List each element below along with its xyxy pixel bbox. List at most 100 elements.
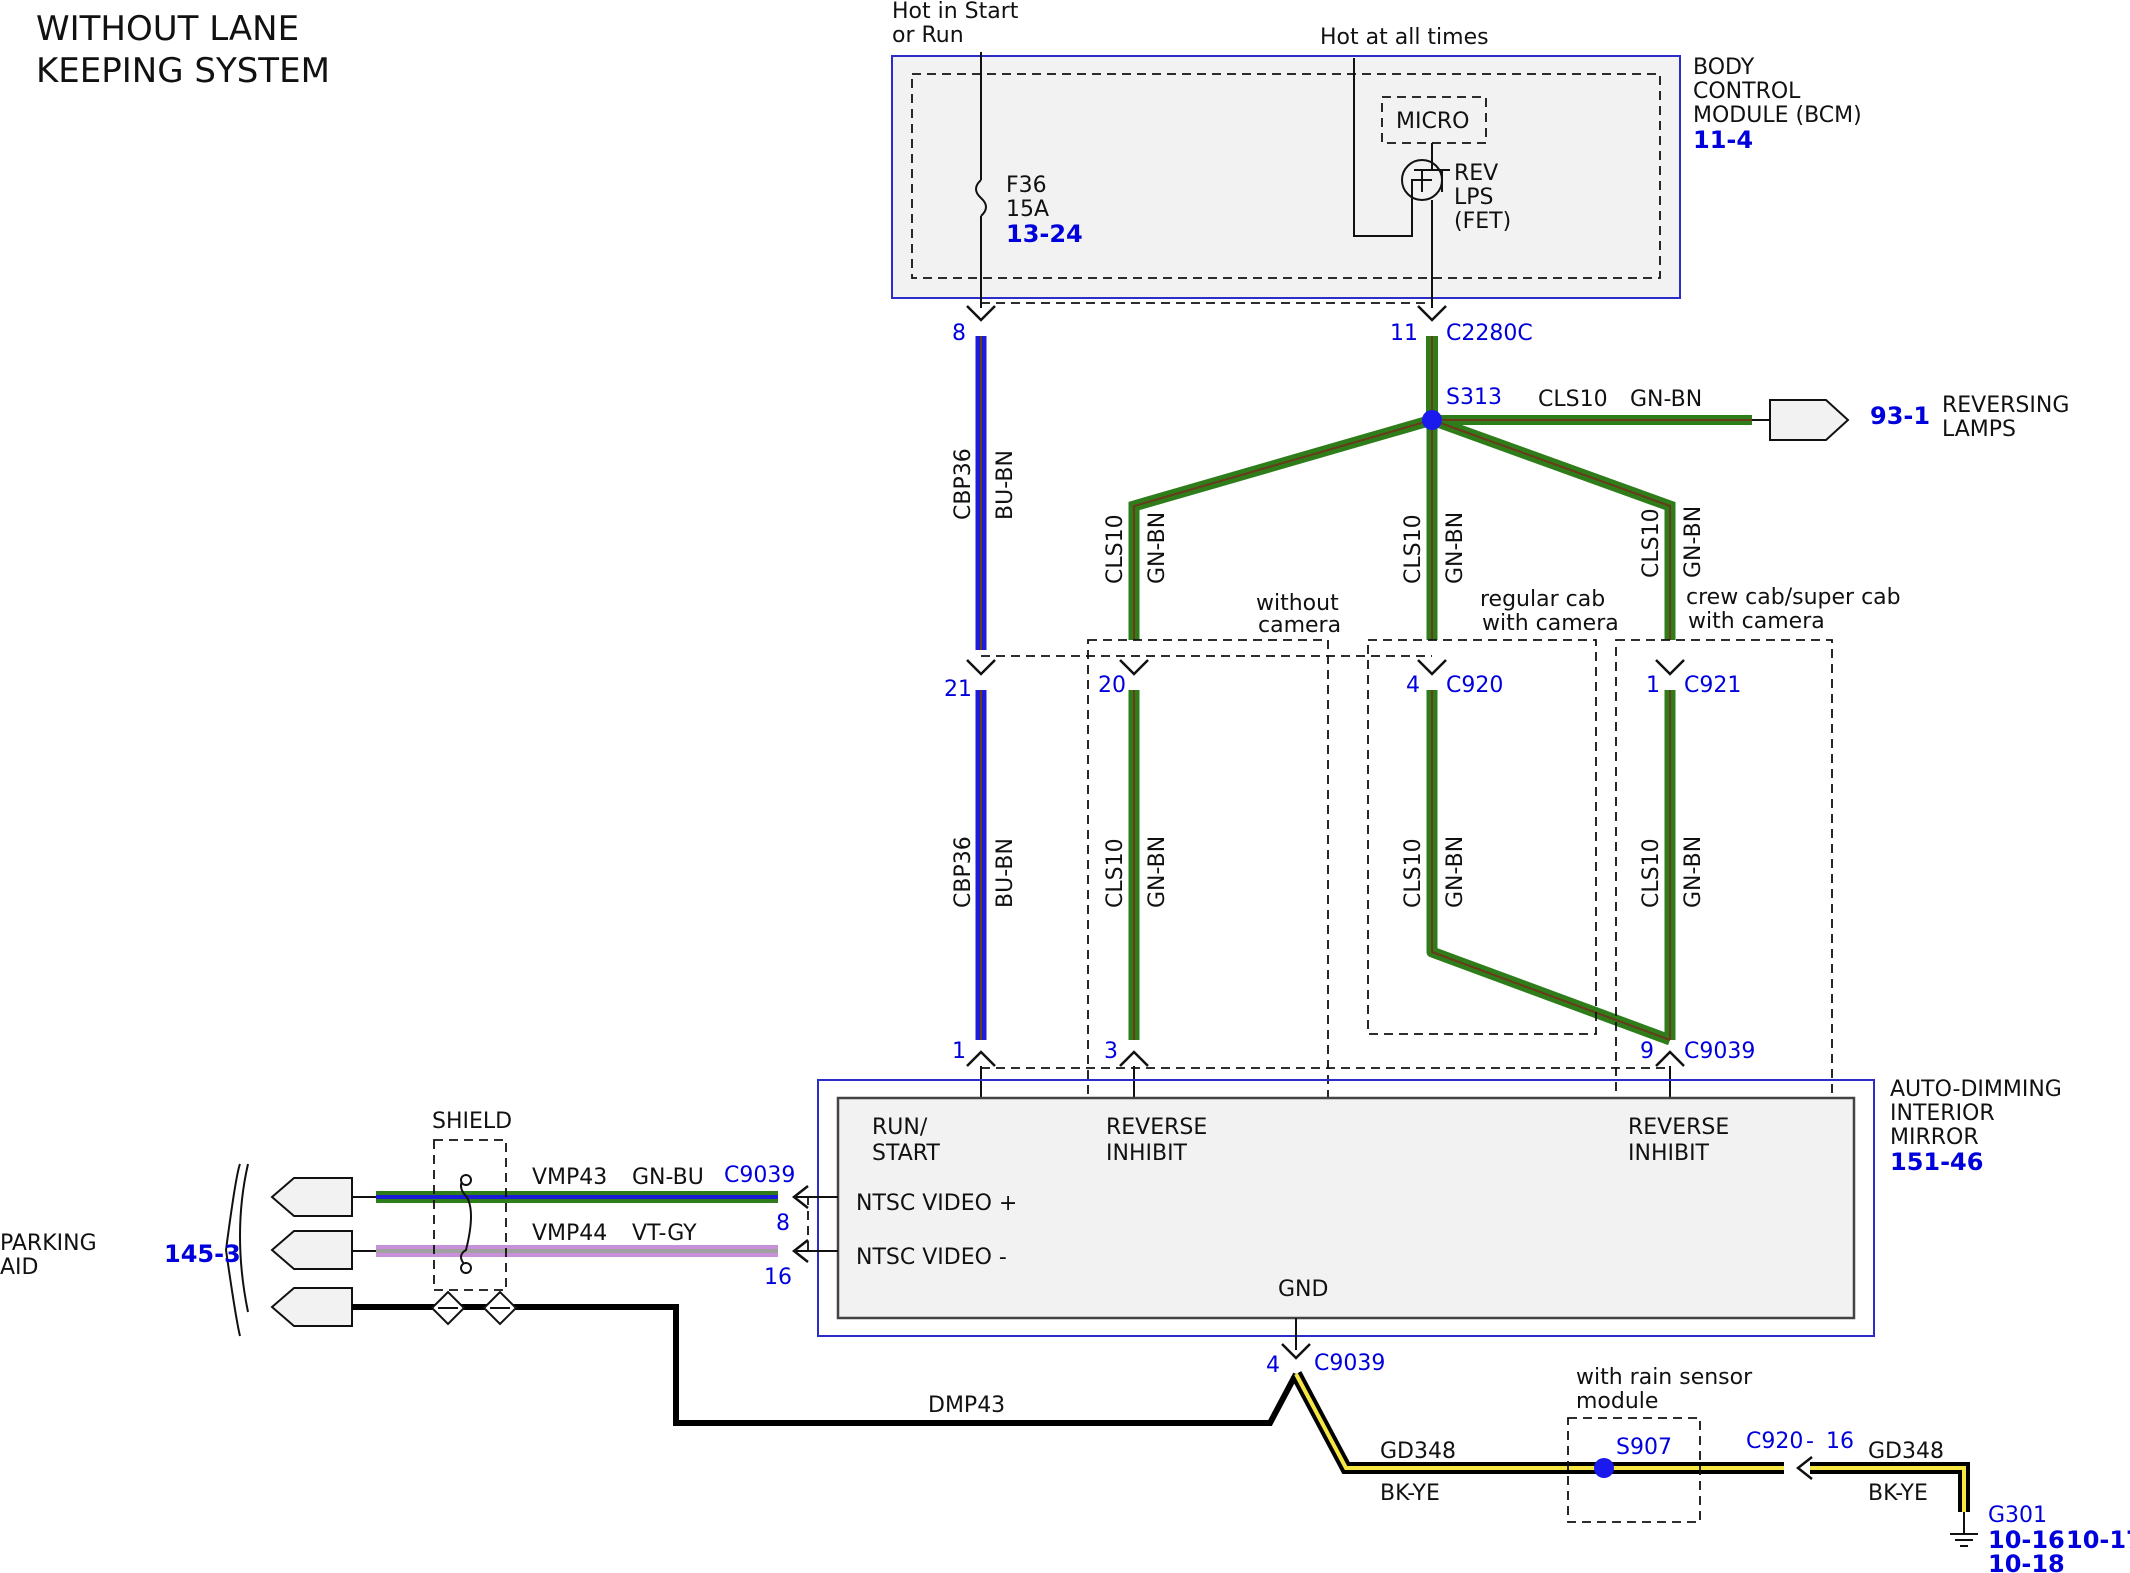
mirror-module-box (817, 1079, 1875, 1337)
diagram-title-line-1: WITHOUT LANE (36, 9, 299, 49)
option-box-rain-sensor (1567, 1417, 1701, 1523)
ground-g301-label: G301 (1988, 1503, 2047, 1528)
c920-gnd-label: C920 (1746, 1429, 1803, 1454)
wire-cls10-c-code: CLS10 (1639, 508, 1664, 578)
hot-start-run-line-1: Hot in Start (892, 0, 1019, 24)
fet-label-line-1: REV (1454, 161, 1498, 186)
wire-cls10-b-color: GN-BN (1443, 512, 1468, 584)
inline-pin-21: 21 (944, 677, 972, 702)
wire-gd348-b-color: BK-YE (1868, 1481, 1928, 1506)
wire-cls10-d-color: GN-BN (1145, 836, 1170, 908)
fet-label-line-3: (FET) (1454, 209, 1511, 234)
option-without-camera-line-1: without (1256, 591, 1339, 616)
c921-pin: 1 (1646, 673, 1660, 698)
shield-twist-icon (460, 1175, 472, 1267)
mirror-pin-9-arrow (1655, 1050, 1685, 1067)
parking-aid-line-2: AID (0, 1255, 38, 1280)
bcm-pin-8: 8 (952, 321, 966, 346)
bcm-pin-11: 11 (1390, 321, 1418, 346)
wire-cls10-reversing-code: CLS10 (1538, 387, 1608, 412)
wire-cbp36-lower-code: CBP36 (951, 836, 976, 908)
option-rain-sensor-line-2: module (1576, 1389, 1658, 1414)
option-regular-cab-line-2: with camera (1482, 611, 1619, 636)
mirror-pin-3: 3 (1104, 1039, 1118, 1064)
c920-label: C920 (1446, 673, 1503, 698)
c920-gnd-pin: 16 (1826, 1429, 1854, 1454)
mirror-reverse-inhibit-b-line-2: INHIBIT (1628, 1141, 1710, 1166)
fuse-label-line-1: F36 (1006, 173, 1047, 198)
hot-always-feed (1353, 58, 1432, 237)
mirror-reverse-inhibit-b-line-1: REVERSE (1628, 1115, 1729, 1140)
wire-gd348-b-code: GD348 (1868, 1439, 1944, 1464)
wire-cbp36-lower-color: BU-BN (993, 838, 1018, 908)
option-rain-sensor-line-1: with rain sensor (1576, 1365, 1753, 1390)
c921-label: C921 (1684, 673, 1741, 698)
c920-arrow (1417, 659, 1447, 676)
inline-pin-20: 20 (1098, 673, 1126, 698)
wire-cls10-f-color: GN-BN (1681, 836, 1706, 908)
c921-arrow (1655, 659, 1685, 676)
option-crew-cab-line-2: with camera (1688, 609, 1825, 634)
mirror-name-line-1: AUTO-DIMMING (1890, 1077, 2062, 1102)
option-crew-cab-line-1: crew cab/super cab (1686, 585, 1901, 610)
fet-label-line-2: LPS (1454, 185, 1494, 210)
video-pin-16: 16 (764, 1265, 792, 1290)
c920-pin: 4 (1406, 673, 1420, 698)
wire-vmp43-color: GN-BU (632, 1165, 704, 1190)
wire-cbp36-upper-color: BU-BN (993, 450, 1018, 520)
fuse-ref: 13-24 (1006, 220, 1083, 248)
parking-aid-ref: 145-3 (164, 1240, 241, 1268)
hot-at-all-times: Hot at all times (1320, 25, 1489, 50)
gnd-pin-4: 4 (1266, 1353, 1280, 1378)
wire-cls10-c-color: GN-BN (1681, 506, 1706, 578)
mirror-pin-1-arrow (966, 1050, 996, 1067)
shield-box (433, 1139, 507, 1291)
wire-cls10-reversing-color: GN-BN (1630, 387, 1702, 412)
inline-pin-20-arrow (1119, 659, 1149, 676)
micro-label: MICRO (1396, 109, 1469, 134)
wire-dmp43 (352, 1304, 1299, 1426)
mirror-pin-1: 1 (952, 1039, 966, 1064)
reversing-lamps-line-1: REVERSING (1942, 393, 2069, 418)
c920-gnd-dash: - (1806, 1429, 1814, 1454)
ground-symbol-icon (1950, 1512, 1978, 1547)
mirror-pin-3-arrow (1119, 1050, 1149, 1067)
splice-s907-label: S907 (1616, 1435, 1672, 1460)
mirror-ntsc-video-minus: NTSC VIDEO - (856, 1245, 1007, 1270)
wire-gd348-a-color: BK-YE (1380, 1481, 1440, 1506)
bcm-name-line-2: CONTROL (1693, 79, 1801, 104)
wire-cls10-b-code: CLS10 (1401, 514, 1426, 584)
bcm-internal-dashed (911, 73, 1661, 279)
bcm-ref: 11-4 (1693, 126, 1753, 154)
wire-vmp43-code: VMP43 (532, 1165, 607, 1190)
mirror-ntsc-video-plus: NTSC VIDEO + (856, 1191, 1017, 1216)
reversing-lamps-line-2: LAMPS (1942, 417, 2016, 442)
wire-vmp44-code: VMP44 (532, 1221, 607, 1246)
wire-vmp44-color: VT-GY (632, 1221, 697, 1246)
reversing-lamps-ref: 93-1 (1870, 402, 1930, 430)
video-pin-8: 8 (776, 1211, 790, 1236)
ground-ref-3: 10-18 (1988, 1550, 2065, 1573)
option-box-regular-cab (1367, 639, 1597, 1035)
mirror-c9039-label: C9039 (1684, 1039, 1755, 1064)
diagram-title-line-2: KEEPING SYSTEM (36, 51, 330, 91)
c920-gnd-arrow (1795, 1456, 1813, 1480)
wire-cls10-d-code: CLS10 (1103, 838, 1128, 908)
mirror-pin-9: 9 (1640, 1039, 1654, 1064)
parking-aid-line-1: PARKING (0, 1231, 97, 1256)
mirror-run-start-line-2: START (872, 1141, 940, 1166)
option-without-camera-line-2: camera (1258, 613, 1341, 638)
gnd-pin-arrow (1281, 1343, 1311, 1360)
splice-s313 (1422, 410, 1442, 430)
fuse-icon (975, 179, 987, 217)
video-c9039-label: C9039 (724, 1163, 795, 1188)
wire-cbp36-upper-code: CBP36 (951, 448, 976, 520)
parking-aid-connectors (224, 1163, 376, 1337)
mirror-reverse-inhibit-a-line-1: REVERSE (1106, 1115, 1207, 1140)
inline-pin-21-arrow (966, 659, 996, 676)
mirror-name-line-3: MIRROR (1890, 1125, 1979, 1150)
bcm-name-line-3: MODULE (BCM) (1693, 103, 1862, 128)
shield-label: SHIELD (432, 1109, 512, 1134)
ground-ref-2: 10-17 (2066, 1526, 2130, 1554)
